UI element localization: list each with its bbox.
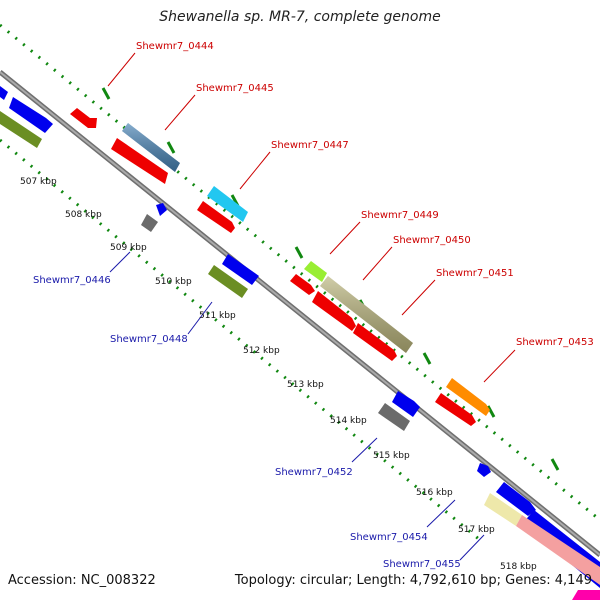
gene-red-d[interactable] [353,323,397,361]
gene-label[interactable]: Shewmr7_0448 [110,334,188,345]
tick-label: 509 kbp [110,243,147,253]
tick-label: 507 kbp [20,177,57,187]
gene-label[interactable]: Shewmr7_0444 [136,41,214,52]
tick-label: 517 kbp [458,525,495,535]
map-title: Shewanella sp. MR-7, complete genome [159,9,441,25]
gene-label[interactable]: Shewmr7_0452 [275,467,353,478]
gene-blue-0448a[interactable] [222,254,259,285]
tick-label: 511 kbp [199,311,236,321]
gene-label[interactable]: Shewmr7_0451 [436,268,514,279]
gene-blue-small-b[interactable] [477,463,491,477]
forward-leaders [107,52,516,383]
gene-red-c[interactable] [290,274,315,295]
gene-0453[interactable] [446,378,490,416]
tick-label: 508 kbp [65,210,102,220]
gene-label[interactable]: Shewmr7_0445 [196,83,274,94]
gene-0444[interactable] [70,108,97,128]
reverse-genes [0,86,600,585]
gene-blue-0452a[interactable] [392,391,420,417]
gene-blue-far[interactable] [496,482,536,516]
gene-0454[interactable] [484,493,522,526]
gene-label[interactable]: Shewmr7_0449 [361,210,439,221]
reverse-labels: Shewmr7_0446 Shewmr7_0448 Shewmr7_0452 S… [33,275,461,570]
gene-0447[interactable] [207,186,248,222]
gene-olive-top[interactable] [0,111,42,148]
gene-label[interactable]: Shewmr7_0454 [350,532,428,543]
tick-label: 514 kbp [330,416,367,426]
tick-label: 515 kbp [373,451,410,461]
gene-0451[interactable] [312,291,356,331]
tick-label: 516 kbp [416,488,453,498]
gene-label[interactable]: Shewmr7_0446 [33,275,111,286]
gene-0448[interactable] [208,265,248,298]
reverse-leaders [109,251,485,561]
gene-magenta[interactable] [572,590,600,600]
topology-text: Topology: circular; Length: 4,792,610 bp… [234,573,592,588]
gene-blue-top[interactable] [9,97,53,133]
tick-label: 510 kbp [155,277,192,287]
gene-0449[interactable] [304,261,327,282]
gene-red-b[interactable] [197,201,235,233]
gene-blue-small-a[interactable] [156,203,167,216]
tick-label: 512 kbp [243,346,280,356]
gene-0452[interactable] [378,403,410,431]
tick-label: 513 kbp [287,380,324,390]
accession-text: Accession: NC_008322 [8,573,156,588]
gene-label[interactable]: Shewmr7_0455 [383,559,461,570]
gene-label[interactable]: Shewmr7_0453 [516,337,594,348]
gene-0455[interactable] [516,515,600,585]
gene-blue-edge-top[interactable] [0,86,8,100]
gene-red-a[interactable] [111,138,168,184]
gene-label[interactable]: Shewmr7_0447 [271,140,349,151]
tick-label: 518 kbp [500,562,537,572]
gene-label[interactable]: Shewmr7_0450 [393,235,471,246]
gene-0445-shade [122,123,180,172]
inner-guide-line [0,138,481,542]
gene-0450-shade [320,276,413,353]
forward-labels: Shewmr7_0444 Shewmr7_0445 Shewmr7_0447 S… [136,41,594,348]
gene-red-e[interactable] [435,393,476,426]
gene-0446[interactable] [141,214,158,232]
tick-labels: 507 kbp 508 kbp 509 kbp 510 kbp 511 kbp … [20,177,537,572]
